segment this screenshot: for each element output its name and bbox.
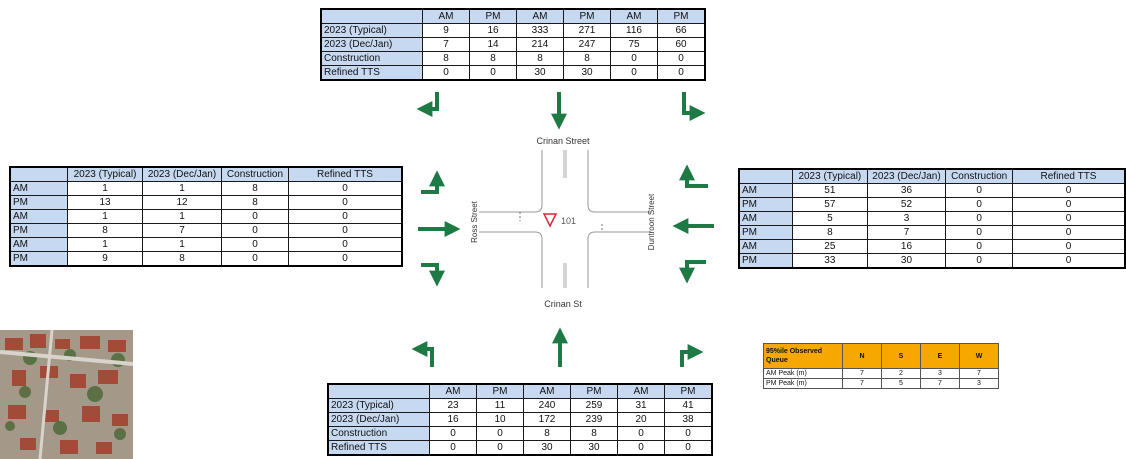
south-right-turn-arrow (682, 352, 694, 367)
south-street-name: Crinan St (544, 299, 582, 309)
east-left-turn-arrow (687, 262, 706, 274)
west-street-name: Ross Street (470, 200, 479, 243)
west-left-turn-arrow (421, 180, 437, 192)
east-right-turn-arrow (687, 174, 708, 186)
north-street-name: Crinan Street (536, 136, 590, 146)
node-id-label: 101 (561, 216, 576, 226)
west-right-turn-arrow (421, 265, 437, 277)
aerial-photo-thumbnail (0, 330, 133, 459)
north-left-turn-arrow (684, 92, 696, 113)
south-left-turn-arrow (421, 349, 432, 367)
east-street-name: Duntroon Street (647, 193, 656, 250)
north-right-turn-arrow (426, 92, 437, 109)
intersection-diagram: 101 Crinan Street Crinan St Ross Street … (455, 128, 675, 313)
give-way-triangle-icon (544, 214, 556, 226)
